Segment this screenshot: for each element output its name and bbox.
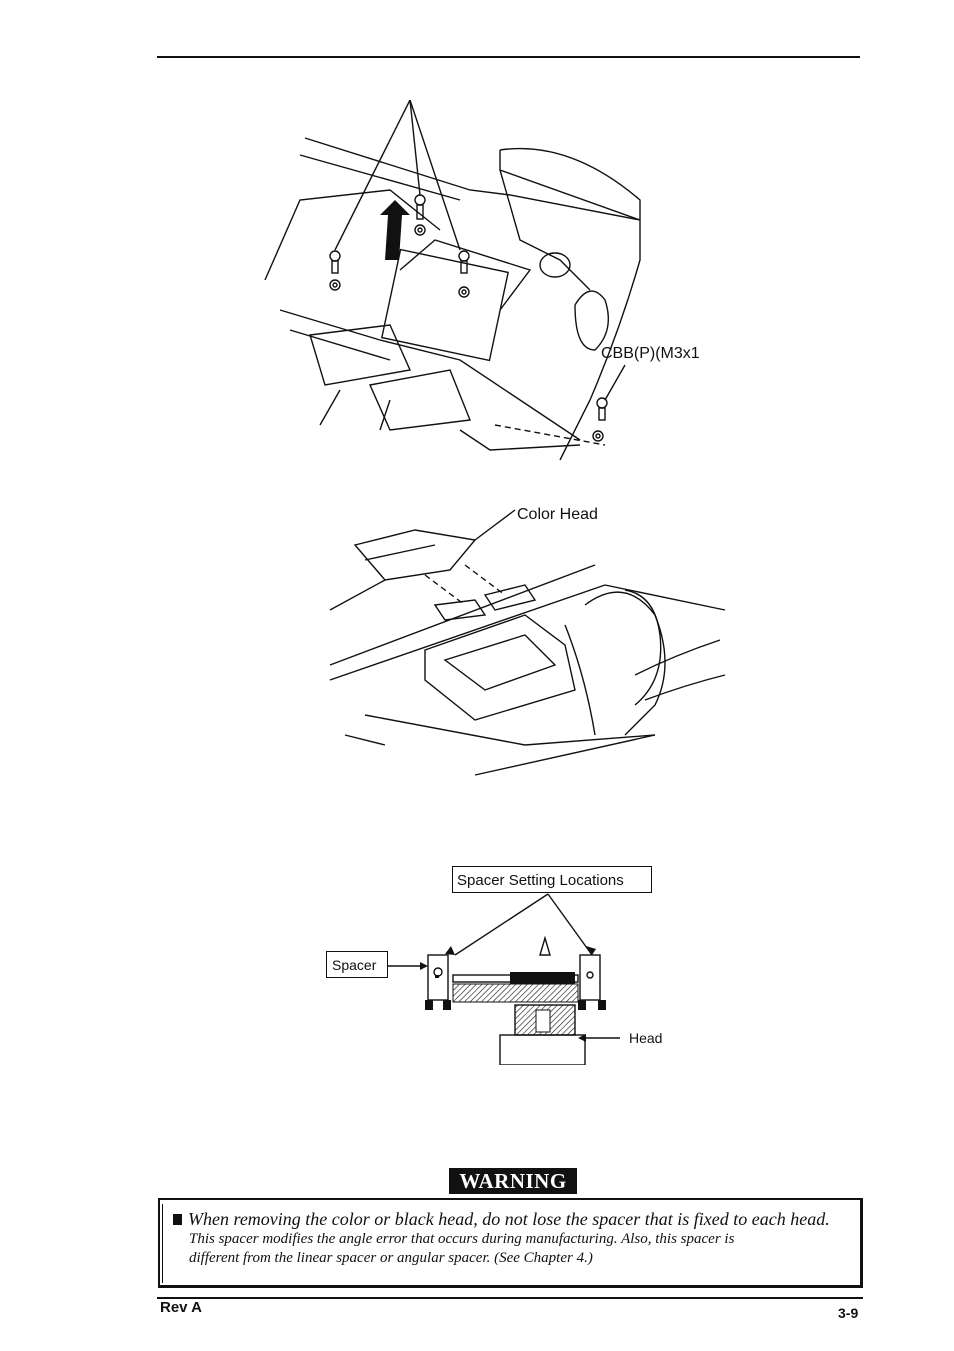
color-head-label: Color Head [517,506,598,523]
spacer-locations-label: Spacer Setting Locations [452,866,652,893]
head-label: Head [629,1030,663,1046]
revision-label: Rev A [160,1299,202,1316]
warning-text: When removing the color or black head, d… [173,1208,843,1268]
spacer-diagram [388,893,620,1065]
warning-box: When removing the color or black head, d… [158,1198,863,1288]
screw-callout-label: CBB(P)(M3x1 [601,345,700,362]
top-rule [157,56,860,58]
color-head-illustration [329,509,726,776]
warning-line-1: When removing the color or black head, d… [173,1208,843,1230]
warning-title: WARNING [449,1168,577,1194]
head-removal-illustration [264,100,641,461]
spacer-label: Spacer [326,951,388,978]
screw-icon [329,194,608,442]
page-number: 3-9 [838,1305,859,1321]
warning-line-3: different from the linear spacer or angu… [189,1250,593,1266]
bottom-rule [157,1297,863,1299]
warning-line-2: This spacer modifies the angle error tha… [189,1231,735,1247]
bullet-icon [173,1214,182,1225]
